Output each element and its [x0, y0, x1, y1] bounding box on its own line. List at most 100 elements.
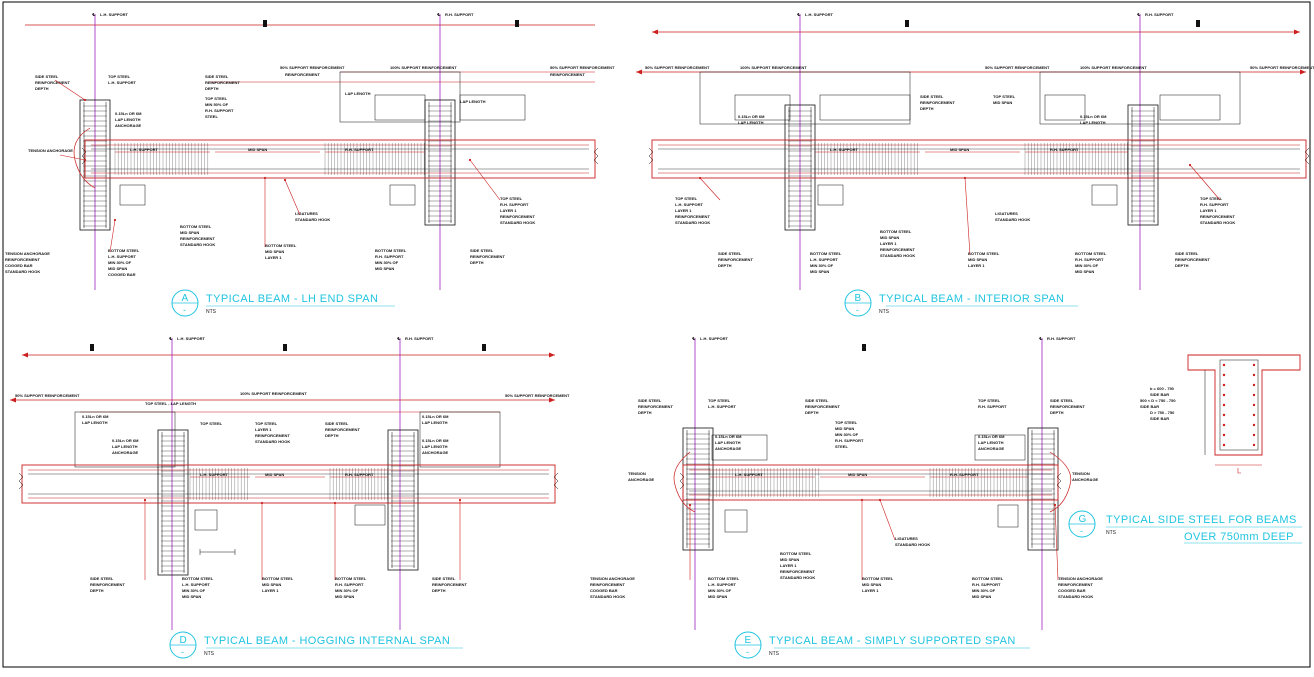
note-text: L.H. SUPPORT — [108, 80, 137, 85]
note-text: BOTTOM STEEL — [265, 243, 297, 248]
dim-top-d-arrow-right — [549, 352, 555, 358]
note-text: TOP STEEL — [205, 96, 228, 101]
note-text: MIN 30% OF — [182, 588, 206, 593]
note-text: MIN 30% OF — [810, 263, 834, 268]
note-text: MID SPAN — [835, 426, 854, 431]
note-text: STANDARD HOOK — [895, 542, 930, 547]
dim-mark — [905, 20, 909, 27]
centerline-symbol: ℄ — [692, 336, 696, 341]
note-text: 50% SUPPORT REINFORCEMENT — [280, 65, 345, 70]
leader-line — [1054, 504, 1059, 581]
leader-line — [699, 177, 721, 201]
leader-line — [964, 177, 971, 256]
leader-line — [879, 499, 896, 541]
note-text: TOP STEEL — [675, 196, 698, 201]
note-text: STANDARD HOOK — [780, 575, 815, 580]
note-text: TOP STEEL — [978, 398, 1001, 403]
lap-box — [1039, 71, 1241, 125]
note-text: SIDE STEEL — [718, 251, 742, 256]
leader-dot — [468, 158, 472, 162]
note-text: MID SPAN — [848, 472, 867, 477]
note-text: COGGED BAR — [108, 272, 136, 277]
note-text: L.H. SUPPORT — [735, 472, 764, 477]
note-text: 0.15Ln OR 6M — [422, 438, 449, 443]
centerline-symbol: ℄ — [1039, 336, 1043, 341]
leader-line — [469, 159, 501, 201]
note-text: 50% SUPPORT REINFORCEMENT — [550, 65, 615, 70]
note-text: REINFORCEMENT — [1050, 404, 1085, 409]
centerline-symbol: ℄ — [169, 336, 173, 341]
dim-mark — [482, 344, 486, 351]
beam-a-break-left — [81, 147, 87, 165]
note-text: 0.15Ln OR 6M — [82, 414, 109, 419]
note-text: SIDE BAR — [1150, 392, 1169, 397]
note-text: LAYER 1 — [880, 241, 897, 246]
note-text: STANDARD HOOK — [590, 594, 625, 599]
note-text: REINFORCEMENT — [500, 214, 535, 219]
leader-line — [59, 154, 86, 161]
beam-d — [21, 464, 556, 504]
note-text: MID SPAN — [950, 147, 969, 152]
centerline-symbol: ℄ — [92, 12, 96, 17]
note-text: COGGED BAR — [590, 588, 618, 593]
section-bar — [1222, 363, 1226, 367]
note-text: DEPTH — [718, 263, 732, 268]
leader-dot — [83, 158, 87, 162]
note-text: 50% SUPPORT REINFORCEMENT — [505, 393, 570, 398]
note-text: D > 750 - 750 — [1150, 410, 1175, 415]
note-text: 0.15Ln OR 6M — [422, 414, 449, 419]
beam-b-break-left — [648, 147, 654, 165]
note-text: 0.15Ln OR 6M — [738, 114, 765, 119]
note-text: REINFORCEMENT — [880, 247, 915, 252]
leader-dot — [860, 498, 864, 502]
section-bar — [1222, 383, 1226, 387]
note-text: R.H. SUPPORT — [345, 472, 374, 477]
note-text: MID SPAN — [375, 266, 394, 271]
dim-b-2-arrow-left — [636, 69, 642, 75]
lap-box — [459, 94, 526, 121]
leader-dot — [963, 176, 967, 180]
note-text: L.H. SUPPORT — [108, 254, 137, 259]
note-text: 100% SUPPORT REINFORCEMENT — [240, 391, 307, 396]
dim-d-2-arrow-right — [549, 397, 555, 403]
note-text: 100% SUPPORT REINFORCEMENT — [1080, 65, 1147, 70]
note-text: TENSION — [628, 471, 646, 476]
centerline-symbol: ℄ — [397, 336, 401, 341]
note-text: TOP STEEL — [108, 74, 131, 79]
note-text: L.H. SUPPORT — [200, 472, 229, 477]
note-text: SIDE STEEL — [638, 398, 662, 403]
anchor-box — [817, 184, 844, 206]
note-text: MID SPAN — [262, 582, 281, 587]
leader-dot — [283, 178, 287, 182]
anchor-box — [1091, 184, 1118, 206]
note-text: MIN 30% OF — [835, 432, 859, 437]
note-text: STANDARD HOOK — [1058, 594, 1093, 599]
column-lh-d — [157, 429, 189, 576]
note-text: L.H. SUPPORT — [708, 404, 737, 409]
note-text: LAYER 1 — [265, 255, 282, 260]
note-text: BOTTOM STEEL — [375, 248, 407, 253]
note-text: BOTTOM STEEL — [335, 576, 367, 581]
tension-hook — [73, 127, 96, 189]
section-bar — [1252, 383, 1256, 387]
note-text: 0.15Ln OR 6M — [978, 434, 1005, 439]
tension-hook — [1049, 451, 1072, 513]
lap-box — [374, 94, 426, 121]
anchor-box — [194, 509, 218, 531]
lap-box — [1159, 94, 1221, 121]
note-text: REINFORCEMENT — [180, 236, 215, 241]
note-text: SIDE STEEL — [805, 398, 829, 403]
note-text: BOTTOM STEEL — [182, 576, 214, 581]
lap-box — [711, 434, 768, 461]
leader-dot — [113, 218, 117, 222]
note-text: MID SPAN — [968, 257, 987, 262]
detail-title: TYPICAL BEAM - SIMPLY SUPPORTED SPAN — [769, 635, 1016, 647]
section-bar — [1222, 413, 1226, 417]
dim-top-b-arrow-left — [652, 29, 658, 35]
lap-box — [74, 411, 176, 468]
note-text: LAP LENGTH — [115, 117, 141, 122]
column-rh-b — [1127, 104, 1159, 226]
section-bar — [1252, 413, 1256, 417]
note-text: BOTTOM STEEL — [880, 229, 912, 234]
note-text: TENSION — [1072, 471, 1090, 476]
